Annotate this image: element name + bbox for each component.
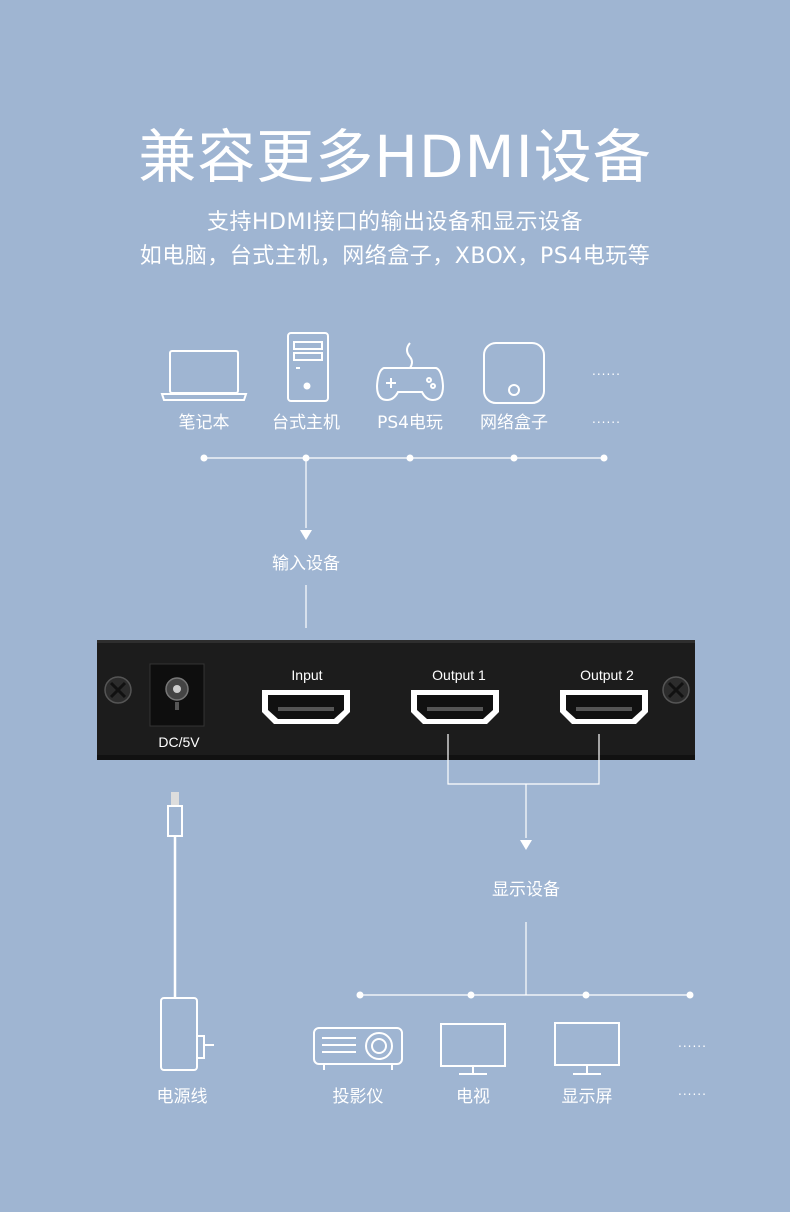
output-bus-dots <box>356 991 694 999</box>
dc-port-label: DC/5V <box>158 734 200 750</box>
power-cable-icon <box>167 792 183 998</box>
output-device-label-projector: 投影仪 <box>332 1087 384 1107</box>
output-devices-caption: 显示设备 <box>492 880 560 900</box>
hdmi-output2-port-icon <box>560 690 648 724</box>
output-bus-line <box>360 734 690 996</box>
tv-box-icon <box>483 342 545 404</box>
projector-icon <box>313 1027 403 1070</box>
input-device-label-laptop: 笔记本 <box>178 413 230 433</box>
input-port-label: Input <box>291 667 323 683</box>
laptop-icon <box>160 350 248 401</box>
input-device-label-tvbox: 网络盒子 <box>480 413 548 433</box>
page-title: 兼容更多HDMI设备 <box>138 123 652 191</box>
input-more-label: ...... <box>592 412 621 426</box>
input-devices-caption: 输入设备 <box>272 554 340 574</box>
subtitle-line-1: 支持HDMI接口的输出设备和显示设备 <box>207 210 583 235</box>
output-more-label: ...... <box>678 1084 707 1098</box>
hdmi-input-port-icon <box>262 690 350 724</box>
subtitle-line-2: 如电脑，台式主机，网络盒子，XBOX，PS4电玩等 <box>139 244 651 269</box>
output1-port-label: Output 1 <box>432 667 486 683</box>
tv-icon <box>440 1023 506 1075</box>
output2-port-label: Output 2 <box>580 667 634 683</box>
output-arrow-icon <box>520 840 532 850</box>
screw-right-icon <box>662 676 690 704</box>
output-device-label-monitor: 显示屏 <box>561 1087 613 1107</box>
output-device-label-tv: 电视 <box>456 1087 490 1107</box>
gamepad-icon <box>375 342 445 402</box>
input-more-ellipsis: ...... <box>592 364 621 378</box>
screw-left-icon <box>104 676 132 704</box>
input-device-label-desktop: 台式主机 <box>272 413 340 433</box>
output-more-ellipsis: ...... <box>678 1036 707 1050</box>
power-adapter-icon <box>160 997 214 1071</box>
desktop-tower-icon <box>287 332 329 402</box>
monitor-icon <box>554 1022 620 1075</box>
input-device-label-ps4: PS4电玩 <box>377 413 443 433</box>
hdmi-output1-port-icon <box>411 690 499 724</box>
dc-jack-icon <box>149 663 205 727</box>
power-cable-label: 电源线 <box>156 1087 208 1107</box>
input-bus-line <box>200 454 608 628</box>
